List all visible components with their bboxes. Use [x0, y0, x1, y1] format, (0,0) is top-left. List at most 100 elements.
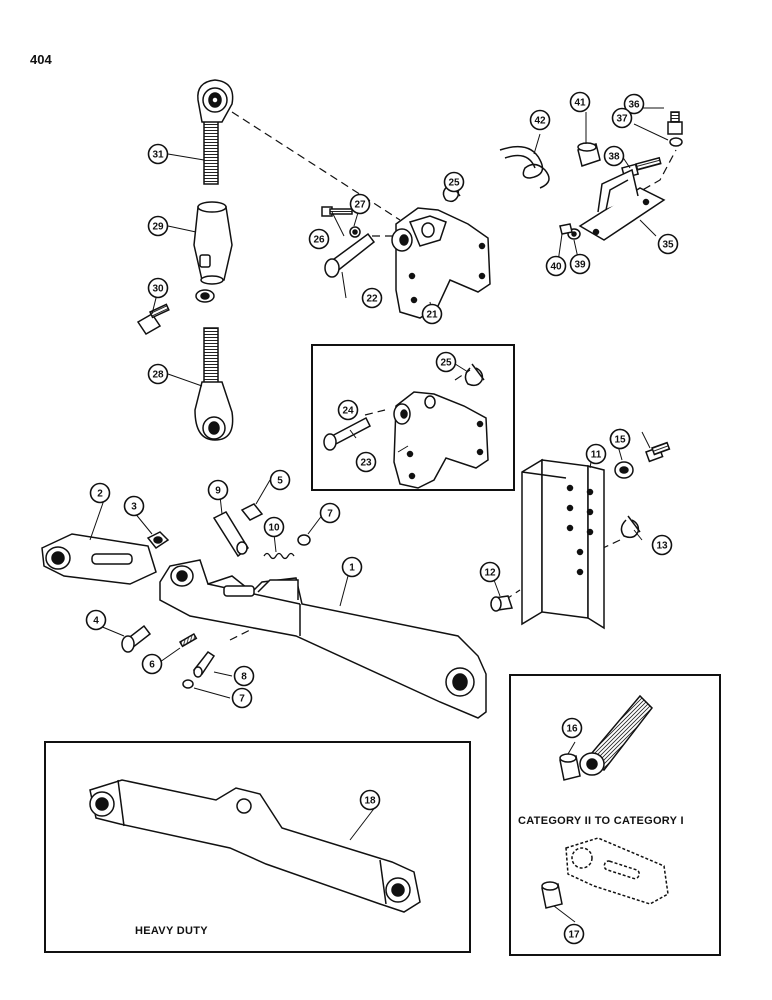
- callout-circle: [349, 193, 371, 215]
- callout-circle: [233, 665, 255, 687]
- callout-number: 7: [327, 509, 333, 520]
- callout-6: 6: [141, 653, 163, 675]
- callout-number: 3: [131, 502, 137, 513]
- inset-frame-bracket: [311, 344, 515, 491]
- callout-circle: [561, 717, 583, 739]
- callout-circle: [361, 287, 383, 309]
- callout-5: 5: [269, 469, 291, 491]
- callout-number: 36: [628, 100, 640, 111]
- callout-circle: [85, 609, 107, 631]
- part-7-ring-lower: [182, 679, 194, 689]
- part-25-inset-clip: [464, 363, 485, 387]
- callout-30: 30: [147, 277, 169, 299]
- callout-circle: [337, 399, 359, 421]
- callout-number: 37: [616, 114, 628, 125]
- callout-circle: [585, 443, 607, 465]
- callout-number: 41: [574, 98, 586, 109]
- part-9-latch: [212, 511, 249, 558]
- callout-number: 27: [354, 200, 366, 211]
- part-22-pin: [324, 232, 376, 278]
- part-42-spring-clip: [499, 145, 550, 189]
- part-5-nut: [240, 503, 264, 521]
- callout-35: 35: [657, 233, 679, 255]
- callout-26: 26: [308, 228, 330, 250]
- callout-circle: [603, 145, 625, 167]
- callout-number: 15: [614, 435, 626, 446]
- callout-circle: [355, 451, 377, 473]
- part-23-bracket: [393, 391, 489, 489]
- callout-circle: [479, 561, 501, 583]
- callout-number: 26: [313, 235, 325, 246]
- callout-circle: [147, 143, 169, 165]
- callout-circle: [529, 109, 551, 131]
- callout-circle: [207, 479, 229, 501]
- callout-7: 7: [231, 687, 253, 709]
- callout-36: 36: [623, 93, 645, 115]
- part-13-clip: [620, 515, 641, 539]
- inset-frame-heavy-duty: [44, 741, 471, 953]
- part-1-lower-link: [159, 559, 487, 719]
- callout-31: 31: [147, 143, 169, 165]
- callout-24: 24: [337, 399, 359, 421]
- page-number: 404: [30, 52, 52, 67]
- part-35-mounting-bracket: [578, 168, 666, 241]
- part-28-rod-end: [194, 327, 234, 441]
- callout-circle: [563, 923, 585, 945]
- callout-21: 21: [421, 303, 443, 325]
- callout-circle: [569, 253, 591, 275]
- part-31-rod-end: [197, 79, 234, 185]
- part-27-washer: [349, 226, 361, 238]
- part-2-link-end: [41, 533, 157, 585]
- part-26-bolt: [321, 206, 353, 217]
- callout-number: 42: [534, 116, 546, 127]
- callout-circle: [421, 303, 443, 325]
- callout-18: 18: [359, 789, 381, 811]
- callout-circle: [141, 653, 163, 675]
- callout-1: 1: [341, 556, 363, 578]
- callout-number: 28: [152, 370, 164, 381]
- callout-circle: [341, 556, 363, 578]
- callout-number: 1: [349, 563, 355, 574]
- callout-number: 38: [608, 152, 620, 163]
- callout-circle: [545, 255, 567, 277]
- callout-circle: [123, 495, 145, 517]
- callout-number: 18: [364, 796, 376, 807]
- part-37-washer: [669, 137, 683, 147]
- callout-12: 12: [479, 561, 501, 583]
- callout-circle: [359, 789, 381, 811]
- callout-22: 22: [361, 287, 383, 309]
- part-8-pin: [192, 650, 216, 678]
- part-29-turnbuckle: [193, 201, 233, 303]
- callout-40: 40: [545, 255, 567, 277]
- callout-39: 39: [569, 253, 591, 275]
- callout-number: 35: [662, 240, 674, 251]
- callout-circle: [569, 91, 591, 113]
- part-7-ring-upper: [297, 534, 311, 546]
- heavy-duty-caption: HEAVY DUTY: [135, 925, 208, 937]
- callout-number: 22: [366, 294, 378, 305]
- callout-4: 4: [85, 609, 107, 631]
- category-conversion-caption: CATEGORY II TO CATEGORY I: [518, 815, 684, 827]
- callout-11: 11: [585, 443, 607, 465]
- callout-13: 13: [651, 534, 673, 556]
- callout-23: 23: [355, 451, 377, 473]
- callout-number: 40: [550, 262, 562, 273]
- part-24-pin: [323, 416, 371, 451]
- part-3-nut: [146, 531, 170, 550]
- callout-circle: [651, 534, 673, 556]
- callout-circle: [611, 107, 633, 129]
- callout-number: 8: [241, 672, 247, 683]
- callout-number: 30: [152, 284, 164, 295]
- part-15-nut: [614, 461, 634, 479]
- callout-8: 8: [233, 665, 255, 687]
- callout-41: 41: [569, 91, 591, 113]
- callout-25: 25: [443, 171, 465, 193]
- callout-circle: [623, 93, 645, 115]
- callout-38: 38: [603, 145, 625, 167]
- callout-number: 16: [566, 724, 578, 735]
- callout-number: 9: [215, 486, 221, 497]
- callout-16: 16: [561, 717, 583, 739]
- callout-balloons: 1234567789101112131415161718212223242525…: [85, 91, 679, 945]
